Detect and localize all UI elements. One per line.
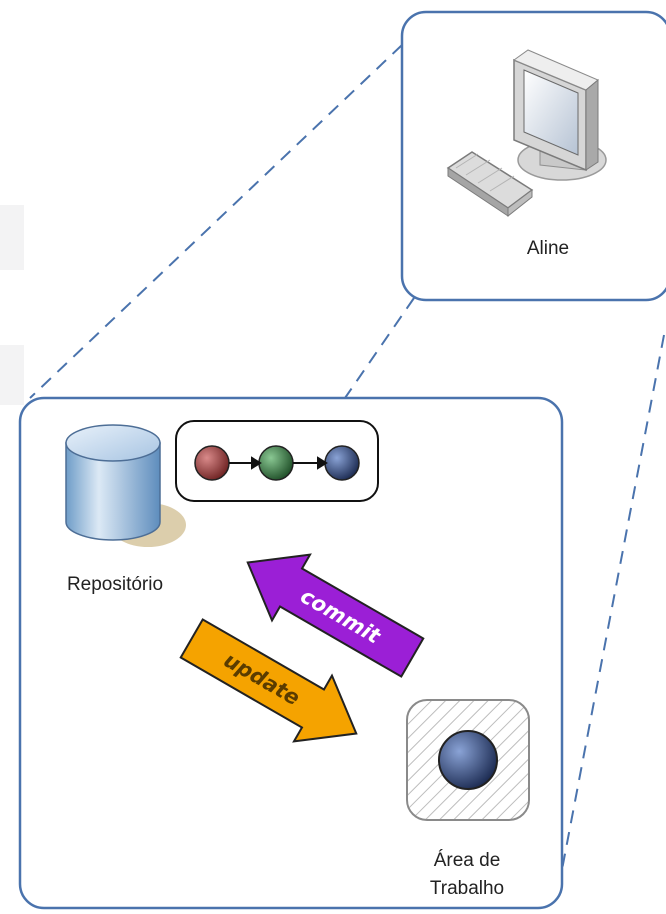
zoom-line-left-bottom bbox=[344, 297, 415, 399]
history-node-1 bbox=[194, 445, 230, 481]
desktop-computer-icon bbox=[446, 49, 607, 218]
repository-label: Repositório bbox=[67, 574, 163, 595]
workspace-label-line1: Área de bbox=[434, 850, 501, 871]
workspace-label-line2: Trabalho bbox=[430, 878, 504, 899]
computer-label: Aline bbox=[527, 238, 569, 259]
working-area-icon bbox=[406, 699, 530, 821]
history-node-3 bbox=[324, 445, 360, 481]
background-stripe bbox=[0, 205, 24, 270]
history-node-2 bbox=[258, 445, 294, 481]
zoom-line-right bbox=[559, 334, 665, 881]
background-stripe bbox=[0, 345, 24, 405]
commit-history-icon bbox=[175, 420, 379, 502]
zoom-lines bbox=[29, 44, 665, 881]
zoom-line-left-top bbox=[29, 44, 403, 399]
database-cylinder-icon bbox=[65, 424, 186, 547]
